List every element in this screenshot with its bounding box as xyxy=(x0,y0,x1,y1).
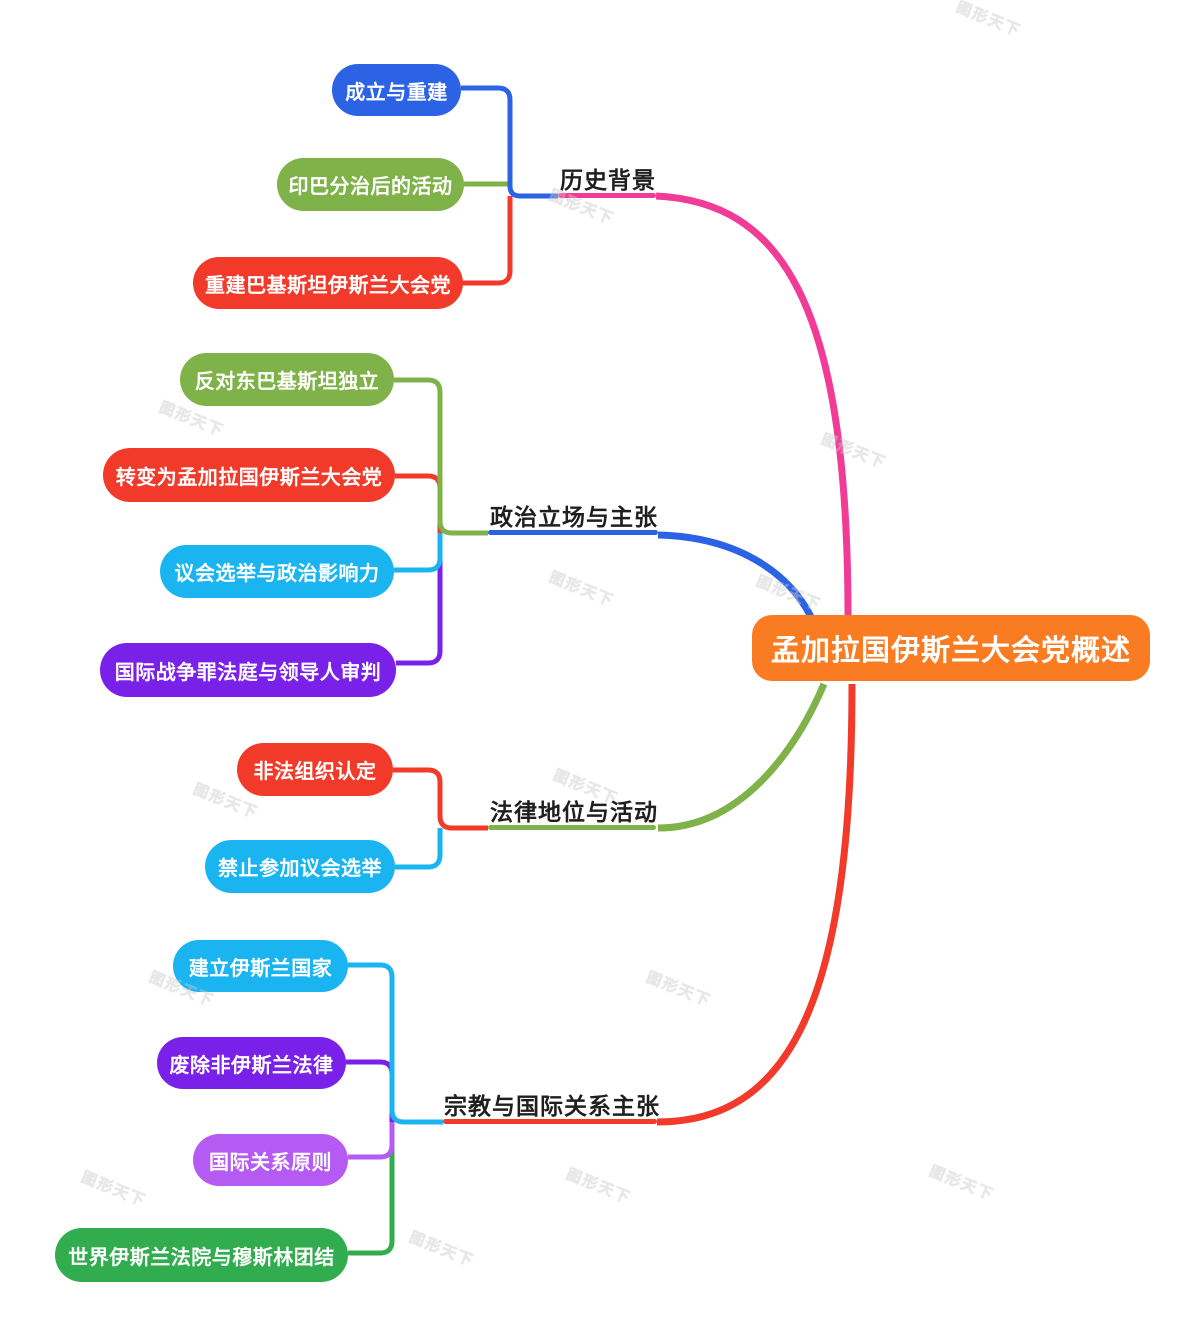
underline-history xyxy=(558,193,656,198)
node-parliament-elections-influence[interactable]: 议会选举与政治影响力 xyxy=(160,545,394,598)
connector-religion-child-3 xyxy=(348,1122,395,1160)
connector-history-child-3 xyxy=(462,196,513,286)
node-war-crimes-tribunal-trials[interactable]: 国际战争罪法庭与领导人审判 xyxy=(100,643,396,697)
node-banned-from-elections[interactable]: 禁止参加议会选举 xyxy=(205,840,395,893)
connector-politics-child-2 xyxy=(395,473,443,533)
connector-politics-child-3 xyxy=(394,533,443,573)
underline-legal xyxy=(488,825,656,830)
node-illegal-organization[interactable]: 非法组织认定 xyxy=(237,743,393,796)
node-oppose-east-pakistan-independence[interactable]: 反对东巴基斯坦独立 xyxy=(180,353,394,406)
branch-curve-religion xyxy=(656,683,856,1126)
node-world-islamic-court-muslim-unity[interactable]: 世界伊斯兰法院与穆斯林团结 xyxy=(55,1228,348,1282)
branch-curve-politics xyxy=(657,531,820,630)
connector-legal-child-2 xyxy=(395,828,443,870)
node-establish-islamic-state[interactable]: 建立伊斯兰国家 xyxy=(173,940,348,992)
node-founding-rebuilding[interactable]: 成立与重建 xyxy=(332,64,461,116)
branch-label-religion[interactable]: 宗教与国际关系主张 xyxy=(444,1093,660,1119)
branch-curve-history xyxy=(655,192,852,618)
branch-label-politics[interactable]: 政治立场与主张 xyxy=(490,504,658,530)
branch-label-legal[interactable]: 法律地位与活动 xyxy=(490,799,658,825)
connector-history-child-1 xyxy=(461,85,558,199)
connector-legal-child-1 xyxy=(393,767,488,831)
branch-label-history[interactable]: 历史背景 xyxy=(560,167,656,193)
connector-religion-child-2 xyxy=(346,1059,395,1122)
underline-politics xyxy=(488,530,658,535)
underline-religion xyxy=(443,1119,657,1124)
node-international-relations-principles[interactable]: 国际关系原则 xyxy=(193,1134,348,1186)
branch-curve-legal xyxy=(657,682,828,832)
connector-religion-child-1 xyxy=(348,962,443,1125)
node-abolish-non-islamic-laws[interactable]: 废除非伊斯兰法律 xyxy=(157,1037,346,1089)
connector-politics-child-1 xyxy=(394,377,488,536)
root-node[interactable]: 孟加拉国伊斯兰大会党概述 xyxy=(752,615,1150,681)
node-post-partition-activities[interactable]: 印巴分治后的活动 xyxy=(277,158,464,211)
connector-politics-child-4 xyxy=(396,533,443,666)
node-transform-to-bangladesh-jamaat[interactable]: 转变为孟加拉国伊斯兰大会党 xyxy=(103,448,395,502)
node-rebuild-pakistan-jamaat[interactable]: 重建巴基斯坦伊斯兰大会党 xyxy=(193,257,463,309)
connector-religion-child-4 xyxy=(348,1122,395,1256)
